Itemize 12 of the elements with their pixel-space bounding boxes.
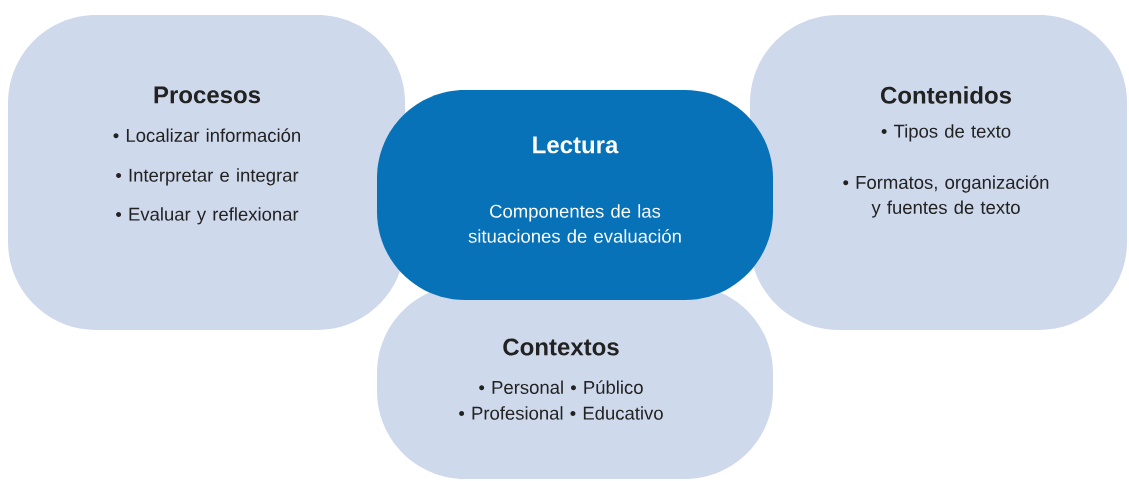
panel-text: Componentes de las situaciones de evaluación: [468, 204, 681, 243]
bullet-item: • Formatos, organización y fuentes de texto: [843, 175, 1049, 218]
bullet-item: • Evaluar y reflexionar: [116, 207, 299, 225]
bullet-item: • Interpretar e integrar: [116, 168, 299, 186]
bullet-item: • Localizar información: [113, 128, 300, 142]
bullet-item: • Personal • Público: [479, 380, 643, 394]
bullet-item: • Tipos de texto: [881, 124, 1011, 142]
bullet-item: • Profesional • Educativo: [459, 406, 663, 420]
panel-heading: Procesos: [154, 86, 261, 104]
panel-heading: Contextos: [503, 338, 619, 356]
panel-heading: Lectura: [533, 136, 619, 154]
panel-heading: Contenidos: [881, 86, 1011, 104]
